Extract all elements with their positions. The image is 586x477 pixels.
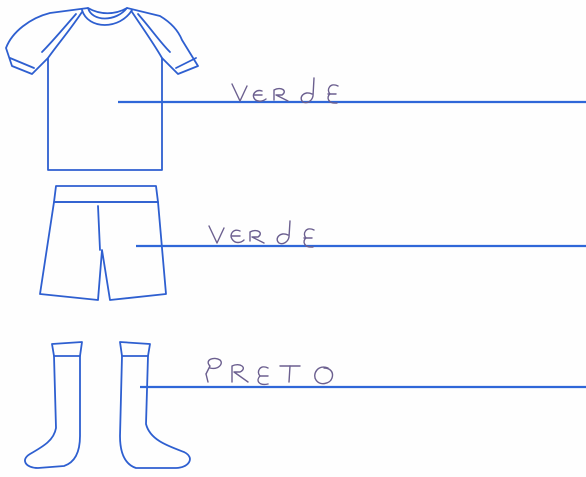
shorts-answer-handwriting [208, 220, 315, 248]
socks-answer-handwriting [205, 357, 334, 386]
shirt-outline-icon [5, 7, 199, 171]
socks-outline-icon [24, 341, 191, 469]
shorts-outline-icon [39, 185, 167, 301]
shirt-answer-handwriting [231, 77, 339, 104]
